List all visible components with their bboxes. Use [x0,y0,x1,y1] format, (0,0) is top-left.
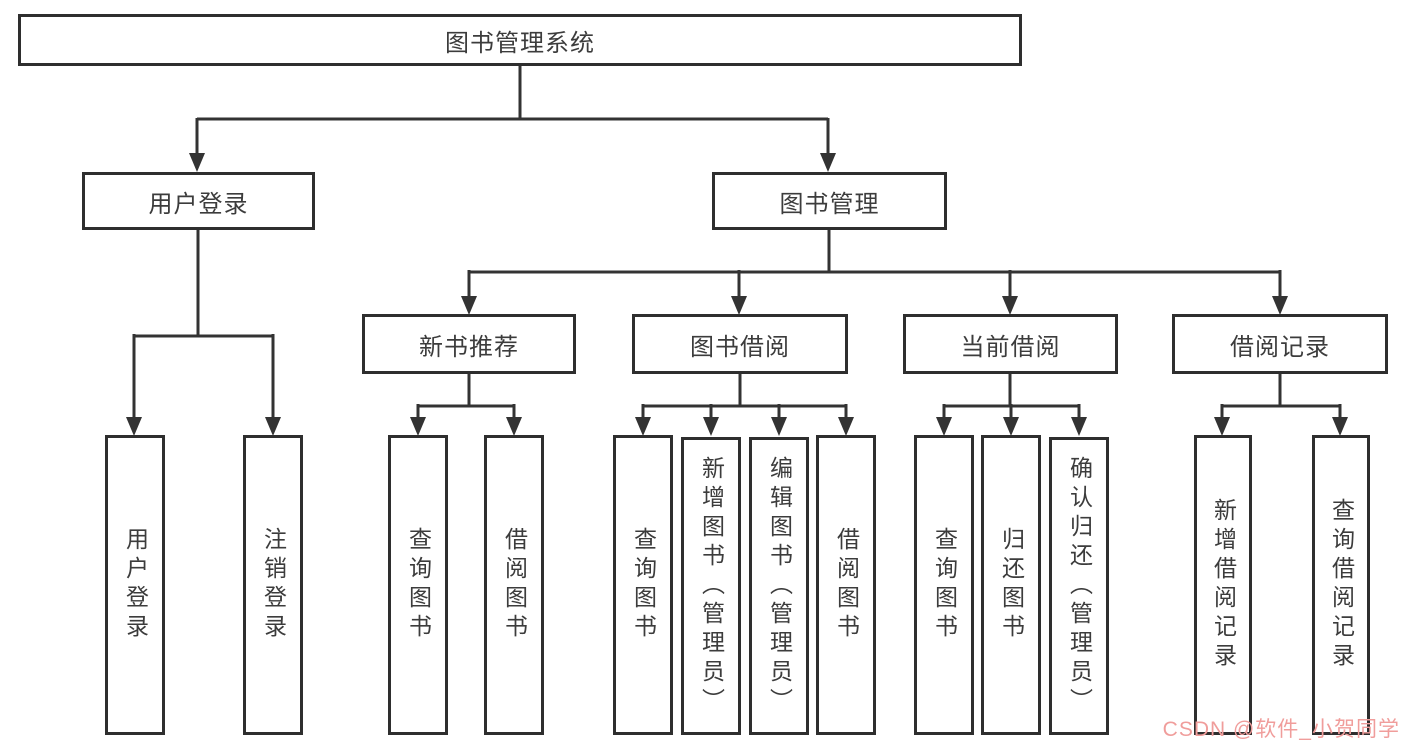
leaf-edit-books-admin-label: 编辑图书（管理员） [766,455,793,717]
node-new-book-recommend: 新书推荐 [362,314,576,374]
leaf-logout-label: 注销登录 [260,527,287,643]
node-book-borrow: 图书借阅 [632,314,848,374]
leaf-recommend-borrow-books-label: 借阅图书 [501,527,528,643]
leaf-borrow-books-label: 借阅图书 [833,527,860,643]
leaf-add-books-admin-label: 新增图书（管理员） [698,455,725,717]
leaf-current-query-books: 查询图书 [914,435,974,735]
csdn-watermark: CSDN @软件_小贺同学 [1162,718,1400,741]
node-book-management-label: 图书管理 [779,190,880,218]
leaf-recommend-query-books-label: 查询图书 [405,527,432,643]
node-borrow-records-label: 借阅记录 [1230,333,1330,361]
leaf-confirm-return-admin-label: 确认归还（管理员） [1066,455,1093,717]
node-book-management: 图书管理 [712,172,947,230]
leaf-query-borrow-record: 查询借阅记录 [1312,435,1370,735]
leaf-return-books: 归还图书 [981,435,1041,735]
leaf-add-books-admin: 新增图书（管理员） [681,437,741,735]
leaf-borrow-books: 借阅图书 [816,435,876,735]
leaf-borrow-query-books: 查询图书 [613,435,673,735]
leaf-return-books-label: 归还图书 [998,527,1025,643]
leaf-logout: 注销登录 [243,435,303,735]
node-root-label: 图书管理系统 [445,29,595,57]
node-borrow-records: 借阅记录 [1172,314,1388,374]
leaf-edit-books-admin: 编辑图书（管理员） [749,437,809,735]
leaf-borrow-query-books-label: 查询图书 [630,527,657,643]
node-user-login-label: 用户登录 [148,190,249,218]
node-book-borrow-label: 图书借阅 [690,333,790,361]
leaf-recommend-query-books: 查询图书 [388,435,448,735]
leaf-user-login: 用户登录 [105,435,165,735]
leaf-query-borrow-record-label: 查询借阅记录 [1328,498,1355,672]
arrowheads [126,153,1348,436]
leaf-current-query-books-label: 查询图书 [931,527,958,643]
node-new-book-recommend-label: 新书推荐 [419,333,519,361]
node-user-login: 用户登录 [82,172,315,230]
leaf-recommend-borrow-books: 借阅图书 [484,435,544,735]
leaf-add-borrow-record-label: 新增借阅记录 [1210,498,1237,672]
node-current-borrow-label: 当前借阅 [960,333,1061,361]
leaf-confirm-return-admin: 确认归还（管理员） [1049,437,1109,735]
node-current-borrow: 当前借阅 [903,314,1118,374]
node-root: 图书管理系统 [18,14,1022,66]
leaf-add-borrow-record: 新增借阅记录 [1194,435,1252,735]
leaf-user-login-label: 用户登录 [122,527,149,643]
